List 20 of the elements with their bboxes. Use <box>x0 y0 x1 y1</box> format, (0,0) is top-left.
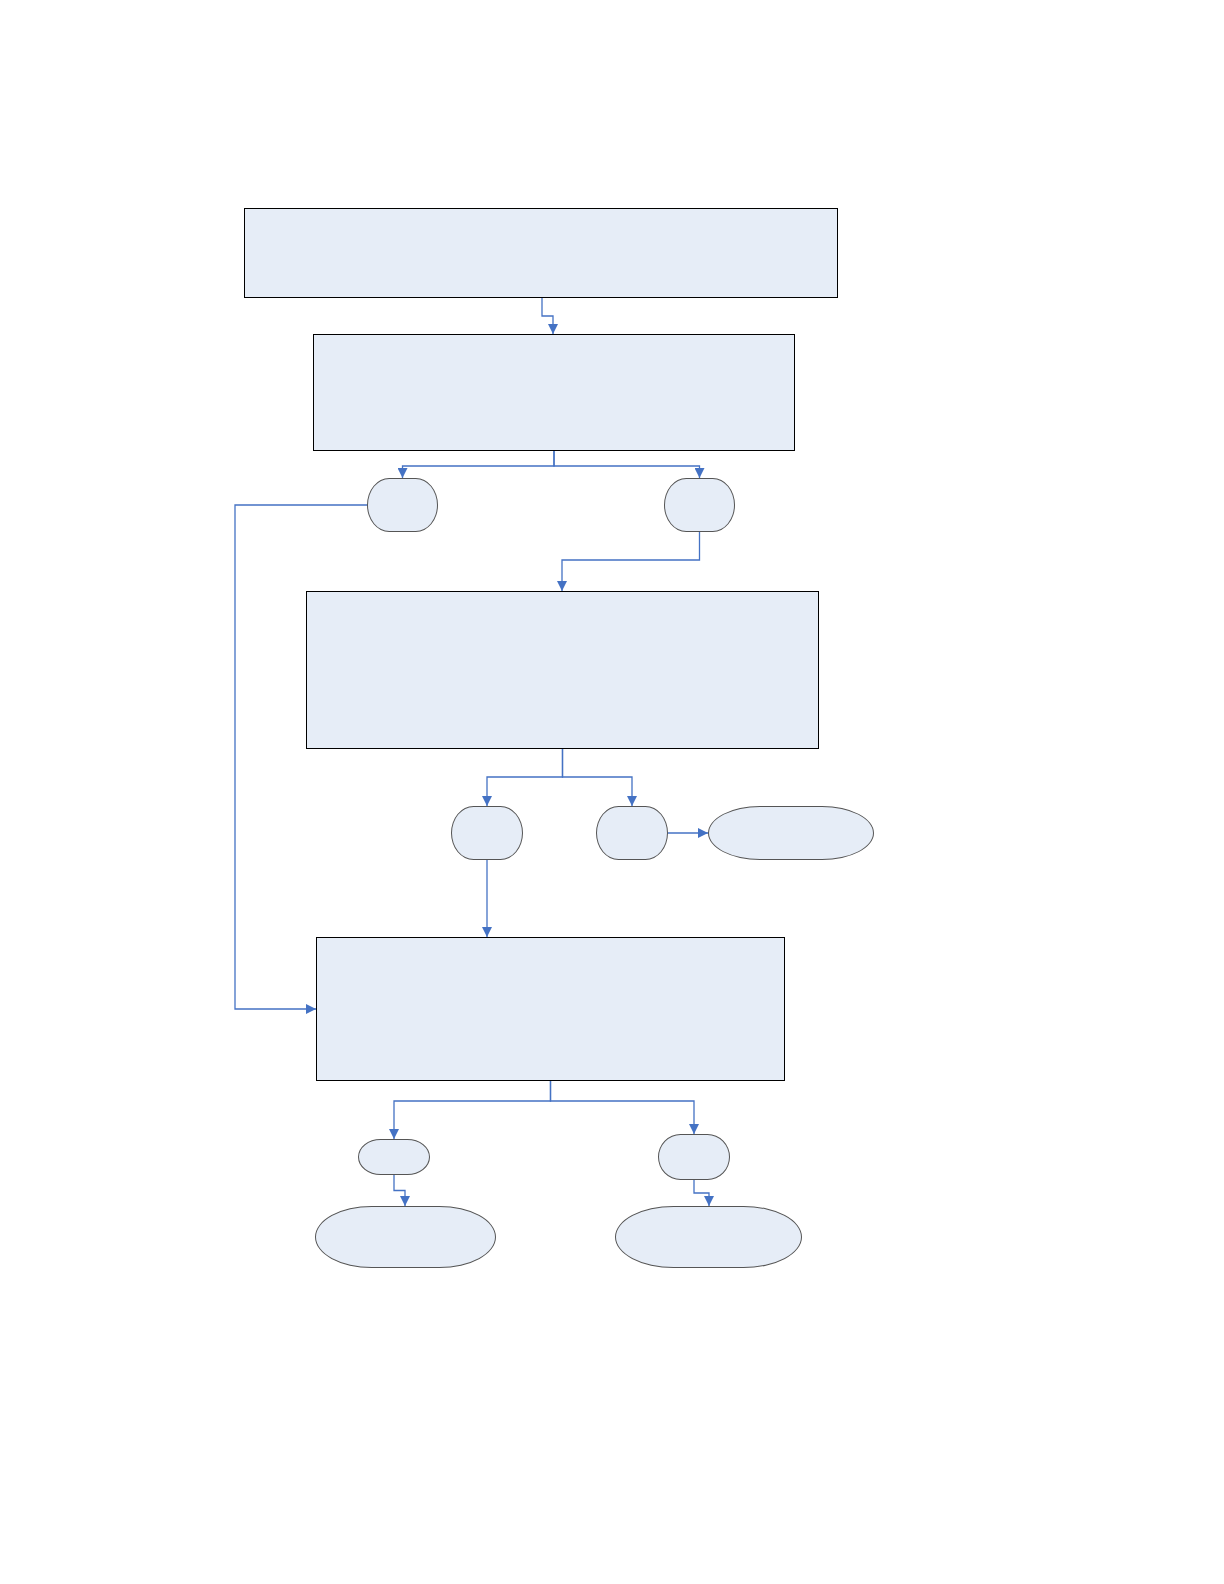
arrow <box>234 504 368 1014</box>
terminal-shape <box>451 806 523 860</box>
terminal-shape <box>664 478 735 532</box>
arrow <box>667 828 709 838</box>
process-box <box>306 591 819 749</box>
terminal-shape <box>596 806 668 860</box>
arrow <box>393 1174 410 1207</box>
process-box <box>313 334 795 451</box>
process-box <box>316 937 785 1081</box>
arrow <box>553 450 705 479</box>
arrow <box>561 748 637 807</box>
arrow <box>549 1080 699 1135</box>
terminal-shape <box>358 1139 430 1175</box>
terminal-shape <box>367 478 438 532</box>
arrow <box>557 531 701 592</box>
terminal-shape <box>658 1134 730 1180</box>
arrow <box>693 1179 714 1207</box>
arrow <box>482 859 492 938</box>
process-box <box>244 208 838 298</box>
arrow <box>541 297 558 335</box>
